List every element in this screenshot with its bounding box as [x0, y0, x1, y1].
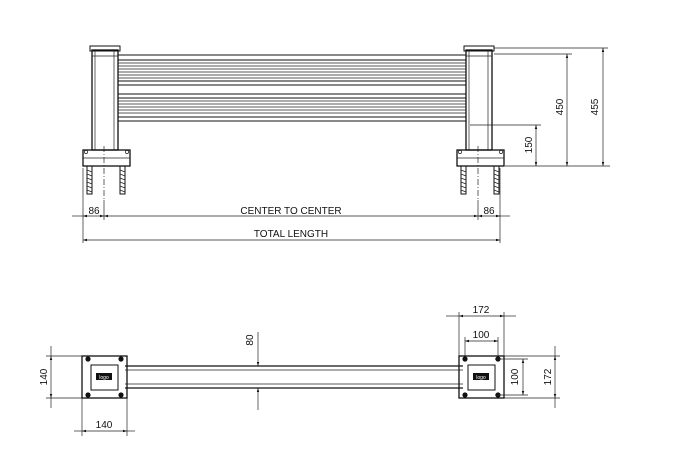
- plan-right-plate: logo: [458, 355, 505, 399]
- plan-view: logo logo 172 100: [39, 305, 560, 436]
- dim-base-depth-right: 172: [543, 368, 554, 385]
- plan-rail-depth-dimension: 80: [245, 332, 260, 410]
- dim-height-total: 455: [590, 98, 601, 115]
- dim-center-to-center: CENTER TO CENTER: [240, 206, 341, 217]
- left-base-plate: [82, 146, 131, 200]
- horizontal-dimensions: 86 CENTER TO CENTER 86 TOTAL LENGTH: [72, 168, 510, 243]
- right-post: [463, 45, 495, 151]
- dim-height-rail: 450: [555, 98, 566, 115]
- dim-base-width-left: 140: [96, 420, 113, 431]
- dim-right-offset: 86: [483, 206, 495, 217]
- plan-rail: [125, 365, 463, 389]
- dim-base-depth-left: 140: [39, 368, 50, 385]
- dim-total-length: TOTAL LENGTH: [254, 229, 328, 240]
- dim-bolt-spacing-top: 100: [473, 330, 490, 341]
- plan-top-dimensions: 172 100: [446, 305, 516, 356]
- rails: [118, 54, 466, 122]
- plan-left-dimensions: 140 140: [39, 346, 135, 436]
- dim-bolt-spacing-right: 100: [510, 368, 521, 385]
- plan-right-dimensions: 100 172: [495, 346, 560, 408]
- front-elevation: 86 CENTER TO CENTER 86 TOTAL LENGTH 455 …: [72, 45, 610, 243]
- dim-height-base: 150: [524, 136, 535, 153]
- right-logo: logo: [476, 375, 486, 381]
- left-logo: logo: [99, 375, 109, 381]
- dim-base-width-top: 172: [473, 305, 490, 316]
- vertical-dimensions: 455 450 150: [470, 47, 610, 167]
- dim-left-offset: 86: [88, 206, 100, 217]
- dim-rail-depth: 80: [245, 334, 256, 346]
- plan-left-plate: logo: [81, 355, 128, 399]
- right-base-plate: [456, 146, 505, 200]
- left-post: [89, 45, 121, 151]
